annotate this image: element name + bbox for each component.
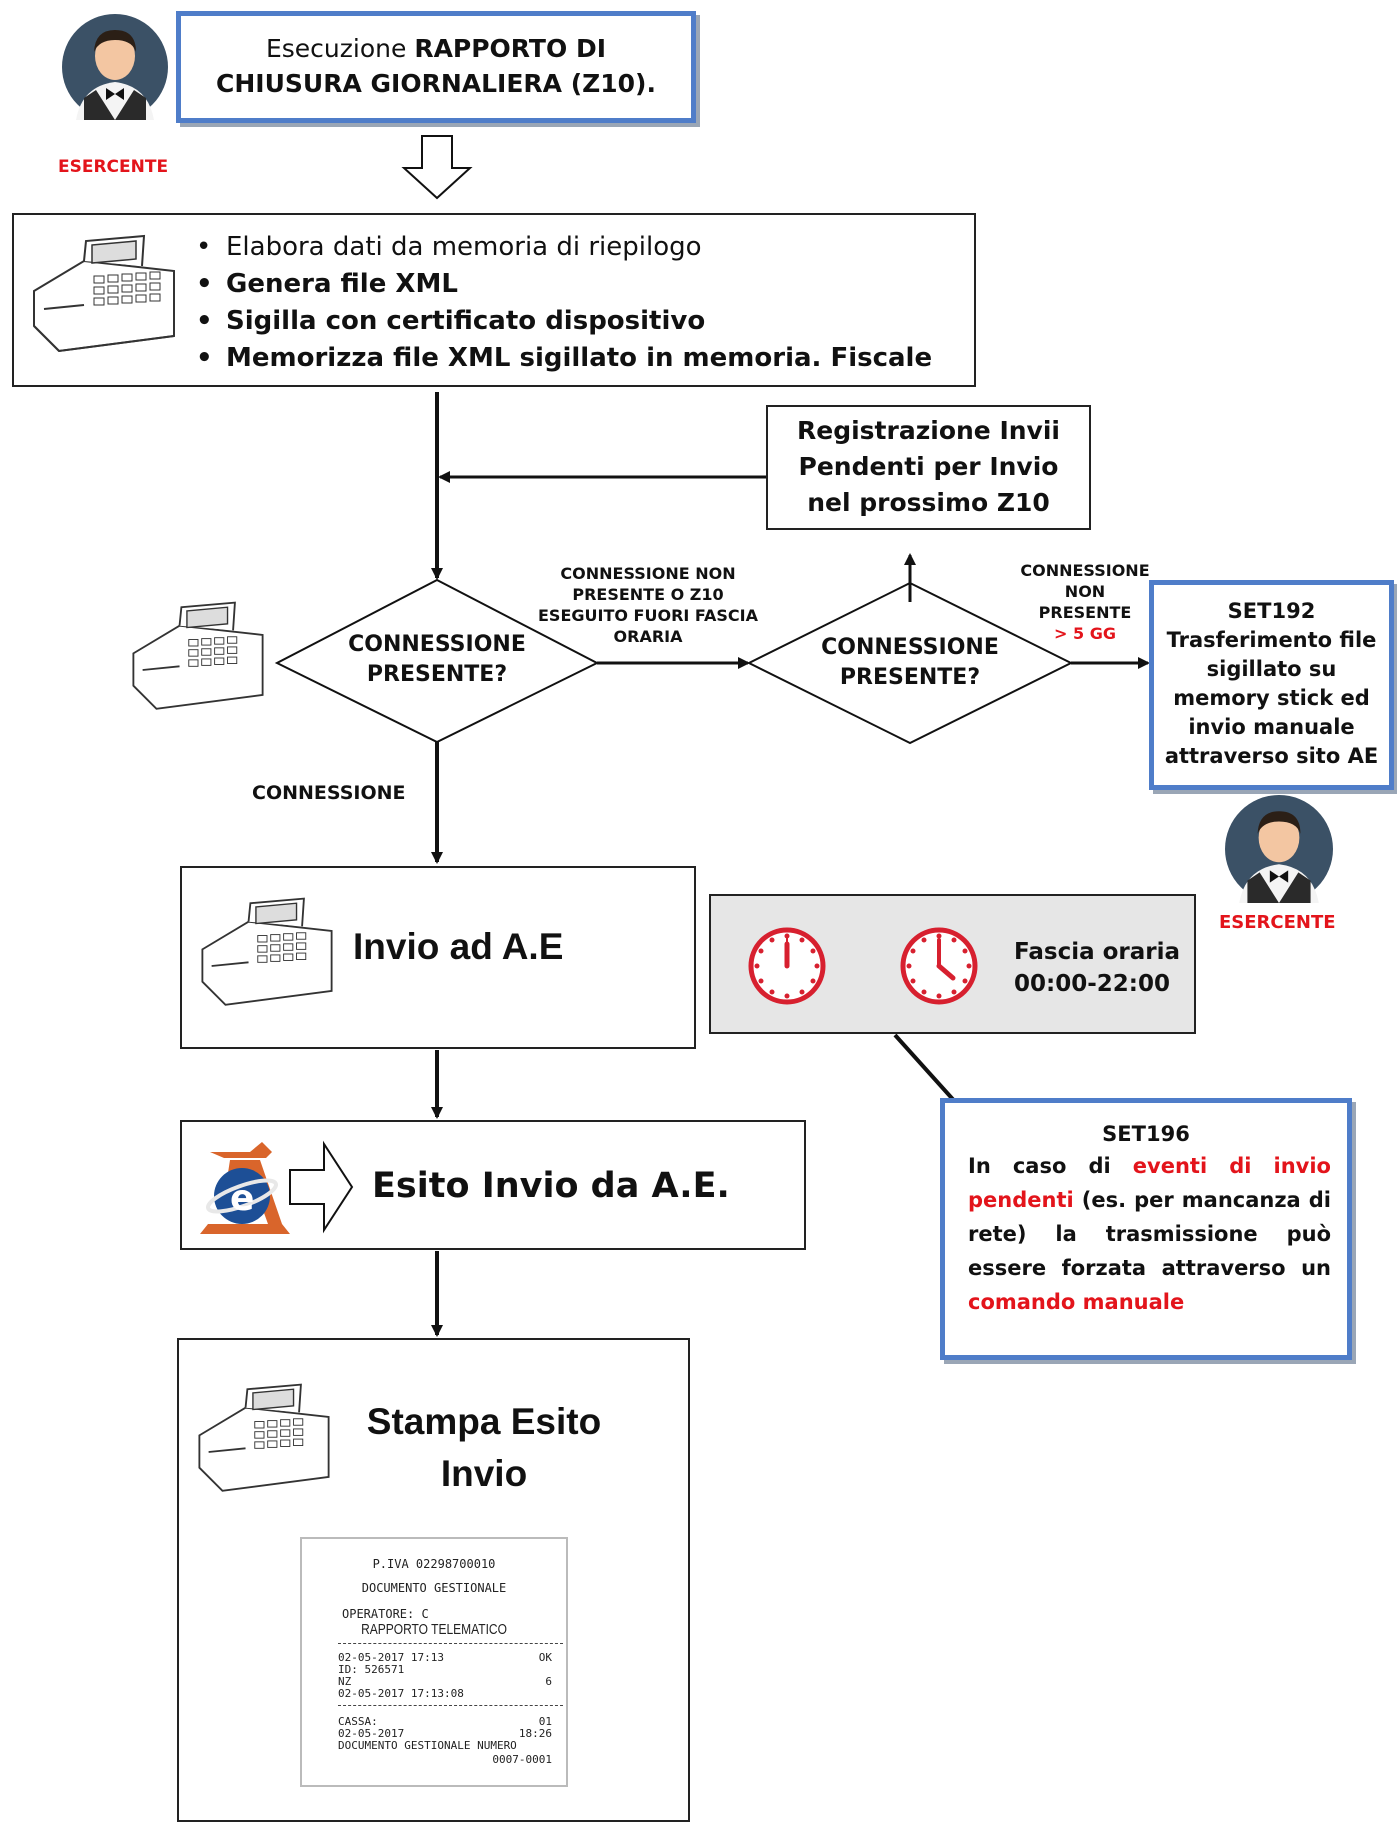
set196-title: SET196 — [1102, 1122, 1190, 1146]
cash-register-decision-icon — [123, 598, 273, 718]
esito-label: Esito Invio da A.E. — [372, 1166, 730, 1206]
receipt-operatore: OPERATORE: C — [342, 1607, 429, 1621]
invio-box: Invio ad A.E — [180, 866, 696, 1049]
stampa-label: Stampa Esito Invio — [366, 1401, 602, 1494]
decision2-diamond — [746, 581, 1074, 745]
process-steps: Elabora dati da memoria di riepilogo Gen… — [190, 229, 932, 377]
set196-body: In caso di eventi di invio pendenti (es.… — [968, 1154, 1331, 1314]
edge-label-no-connection: CONNESSIONE NON PRESENTE O Z10 ESEGUITO … — [538, 564, 758, 646]
fascia-text: Fascia oraria 00:00-22:00 — [1014, 939, 1181, 997]
set192-box: SET192 Trasferimento file sigillato su m… — [1149, 580, 1394, 790]
receipt-piva: P.IVA 02298700010 — [372, 1557, 496, 1571]
receipt-image: P.IVA 02298700010 DOCUMENTO GESTIONALE O… — [300, 1537, 568, 1787]
step-sigilla: Sigilla con certificato dispositivo — [190, 303, 932, 340]
cash-register-icon — [189, 1380, 339, 1500]
right-arrow-icon — [288, 1140, 354, 1234]
decision1-label: CONNESSIONE PRESENTE? — [348, 632, 526, 687]
merchant-avatar-right — [1225, 795, 1333, 903]
step-elabora: Elabora dati da memoria di riepilogo — [190, 229, 932, 266]
start-bold1: RAPPORTO DI — [414, 34, 606, 63]
esito-box: e Esito Invio da A.E. — [180, 1120, 806, 1250]
step-memorizza: Memorizza file XML sigillato in memoria.… — [190, 340, 932, 377]
cash-register-icon — [192, 894, 342, 1014]
merchant-avatar-top — [62, 14, 168, 120]
pending-line1: Registrazione Invii — [797, 416, 1060, 445]
stampa-box: Stampa Esito Invio P.IVA 02298700010 DOC… — [177, 1338, 690, 1822]
hollow-down-arrow — [401, 135, 473, 200]
receipt-sep2 — [338, 1705, 563, 1706]
agenzia-entrate-logo: e — [190, 1134, 300, 1239]
merchant-icon — [1225, 795, 1333, 903]
receipt-doc: DOCUMENTO GESTIONALE — [361, 1581, 507, 1595]
process-box: Elabora dati da memoria di riepilogo Gen… — [12, 213, 976, 387]
receipt-title: RAPPORTO TELEMATICO — [361, 1621, 507, 1638]
step-genera: Genera file XML — [190, 266, 932, 303]
start-box: Esecuzione RAPPORTO DI CHIUSURA GIORNALI… — [176, 11, 696, 123]
start-bold2: CHIUSURA GIORNALIERA (Z10). — [216, 69, 656, 98]
cash-register-icon — [24, 231, 184, 361]
set196-box: SET196 In caso di eventi di invio penden… — [940, 1098, 1352, 1360]
edge-label-no-connection-5gg: CONNESSIONE NON PRESENTE > 5 GG — [1020, 561, 1150, 643]
clock-icon-ten — [899, 926, 979, 1006]
invio-label: Invio ad A.E — [353, 926, 564, 967]
clock-icon-midnight — [747, 926, 827, 1006]
connector-fascia-to-set196 — [893, 1033, 960, 1107]
pending-box: Registrazione Invii Pendenti per Invio n… — [766, 405, 1091, 530]
edge-label-connection: CONNESSIONE — [252, 782, 406, 804]
pending-line2: Pendenti per Invio — [798, 452, 1059, 481]
merchant-icon — [62, 14, 168, 120]
merchant-label-top: ESERCENTE — [58, 157, 169, 177]
fascia-box: Fascia oraria 00:00-22:00 — [709, 894, 1196, 1034]
receipt-sep1 — [338, 1643, 563, 1644]
merchant-label-right: ESERCENTE — [1219, 912, 1336, 933]
pending-line3: nel prossimo Z10 — [807, 488, 1050, 517]
decision2-label: CONNESSIONE PRESENTE? — [821, 635, 999, 690]
svg-text:e: e — [230, 1178, 254, 1219]
start-prefix: Esecuzione — [265, 34, 415, 63]
